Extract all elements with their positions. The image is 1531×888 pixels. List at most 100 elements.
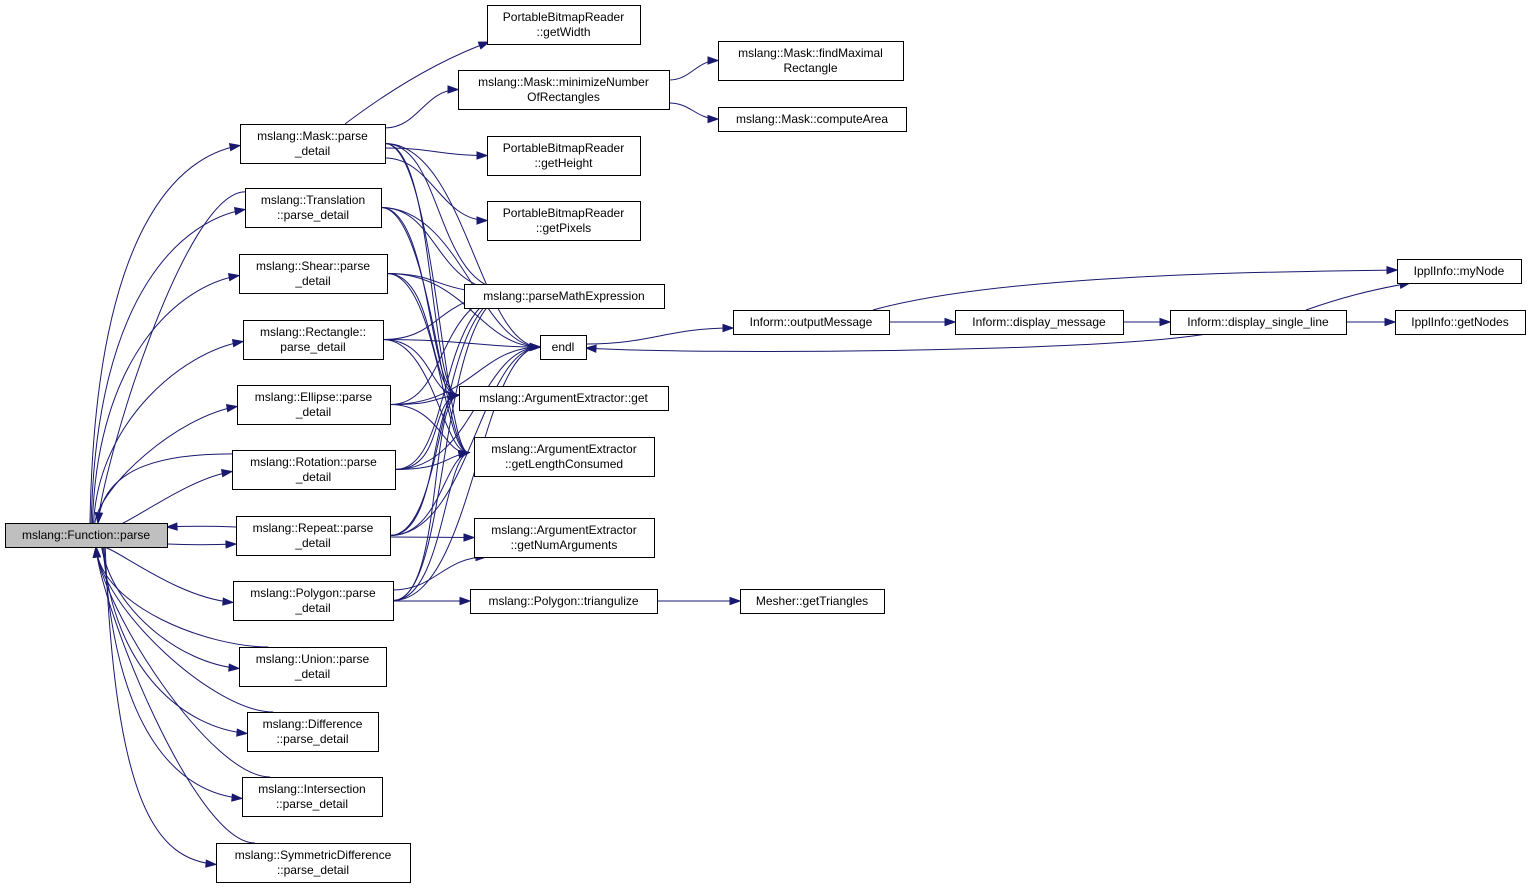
node-outputmsg[interactable]: Inform::outputMessage xyxy=(733,310,890,335)
edge-mask-to-getpixels xyxy=(384,157,489,225)
edge-polygon-to-triangulize-arrowhead xyxy=(459,596,472,606)
edge-root-to-difference-arrowhead xyxy=(236,728,249,737)
edge-root-to-rectangle xyxy=(93,339,245,524)
node-polygon-label-0: mslang::Polygon::parse xyxy=(250,586,376,600)
edge-endl-to-outputmsg-arrowhead xyxy=(722,323,735,333)
edge-rotation-to-root-arrowhead xyxy=(94,512,104,525)
node-union[interactable]: mslang::Union::parse_detail xyxy=(239,647,387,687)
node-rotation-label-1: _detail xyxy=(295,470,331,484)
node-translation[interactable]: mslang::Translation::parse_detail xyxy=(245,188,382,228)
node-getwidth-box xyxy=(487,5,641,45)
node-triangulize[interactable]: mslang::Polygon::triangulize xyxy=(470,589,658,614)
node-getheight-box xyxy=(487,136,641,176)
node-translation-box xyxy=(245,188,382,228)
edge-root-to-repeat xyxy=(166,540,238,549)
edge-root-to-rectangle-arrowhead xyxy=(231,339,245,348)
edge-rotation-to-root xyxy=(94,453,233,525)
edge-root-to-union xyxy=(101,546,241,672)
edge-root-to-translation-line xyxy=(90,208,246,524)
node-argget-box xyxy=(459,386,669,411)
edge-root-to-difference-line xyxy=(102,546,248,734)
node-computearea[interactable]: mslang::Mask::computeArea xyxy=(718,107,907,132)
node-rectangle[interactable]: mslang::Rectangle::parse_detail xyxy=(243,320,384,360)
edge-polygon-to-arglen xyxy=(392,450,471,601)
edge-translation-to-endl-line xyxy=(380,207,541,348)
edge-root-to-repeat-arrowhead xyxy=(225,540,238,549)
edge-repeat-to-argnum-arrowhead xyxy=(463,533,476,542)
node-displayline-label-0: Inform::display_single_line xyxy=(1187,315,1329,329)
node-union-label-1: _detail xyxy=(294,667,330,681)
node-union-box xyxy=(239,647,387,687)
node-mask[interactable]: mslang::Mask::parse_detail xyxy=(240,124,386,164)
edge-mask-to-getheight-arrowhead xyxy=(476,151,489,160)
node-root[interactable]: mslang::Function::parse xyxy=(5,523,168,548)
node-argnum-label-0: mslang::ArgumentExtractor xyxy=(491,523,636,537)
node-mynode-box xyxy=(1397,259,1522,284)
edge-mask-to-minimize xyxy=(384,85,460,129)
node-arglen[interactable]: mslang::ArgumentExtractor::getLengthCons… xyxy=(474,437,655,477)
node-difference-box xyxy=(247,712,379,752)
edge-root-to-intersection-line xyxy=(103,546,243,799)
node-getwidth[interactable]: PortableBitmapReader::getWidth xyxy=(487,5,641,45)
node-argget[interactable]: mslang::ArgumentExtractor::get xyxy=(459,386,669,411)
node-gettriangles[interactable]: Mesher::getTriangles xyxy=(740,589,885,614)
node-displayline-box xyxy=(1170,310,1347,335)
edge-root-to-translation-arrowhead xyxy=(233,207,247,216)
node-symdiff-label-1: ::parse_detail xyxy=(277,863,349,877)
edge-root-to-rotation-line xyxy=(95,470,233,531)
node-root-label-0: mslang::Function::parse xyxy=(22,528,150,542)
edge-root-to-union-arrowhead xyxy=(228,663,241,672)
node-getpixels[interactable]: PortableBitmapReader::getPixels xyxy=(487,201,641,241)
node-argnum[interactable]: mslang::ArgumentExtractor::getNumArgumen… xyxy=(474,518,655,558)
edge-repeat-to-arglen xyxy=(389,450,471,536)
node-rectangle-label-1: parse_detail xyxy=(280,340,345,354)
node-endl[interactable]: endl xyxy=(540,335,587,360)
edge-triangulize-to-gettriangles-arrowhead xyxy=(729,596,742,606)
edge-triangulize-to-gettriangles xyxy=(657,596,742,606)
node-minimize-label-0: mslang::Mask::minimizeNumber xyxy=(478,75,649,89)
edge-outputmsg-to-mynode-arrowhead xyxy=(1386,265,1399,275)
node-mynode[interactable]: IpplInfo::myNode xyxy=(1397,259,1522,284)
node-polygon[interactable]: mslang::Polygon::parse_detail xyxy=(233,581,394,621)
node-findmax-box xyxy=(718,41,904,81)
node-mask-box xyxy=(240,124,386,164)
node-intersection-box xyxy=(242,777,383,817)
node-repeat-box xyxy=(236,516,391,556)
node-shear[interactable]: mslang::Shear::parse_detail xyxy=(239,254,388,294)
node-shear-box xyxy=(239,254,388,294)
edge-root-to-ellipse xyxy=(94,404,239,524)
node-outputmsg-box xyxy=(733,310,890,335)
node-rotation[interactable]: mslang::Rotation::parse_detail xyxy=(232,450,396,490)
node-endl-box xyxy=(540,335,587,360)
edge-mask-to-argget xyxy=(384,143,461,401)
node-intersection[interactable]: mslang::Intersection::parse_detail xyxy=(242,777,383,817)
node-getnodes[interactable]: IpplInfo::getNodes xyxy=(1395,310,1526,335)
node-union-label-0: mslang::Union::parse xyxy=(256,652,370,666)
node-getheight[interactable]: PortableBitmapReader::getHeight xyxy=(487,136,641,176)
node-symdiff[interactable]: mslang::SymmetricDifference::parse_detai… xyxy=(216,843,411,883)
edge-minimize-to-findmax xyxy=(668,56,720,81)
node-displaymsg-box xyxy=(955,310,1124,335)
node-findmax-label-0: mslang::Mask::findMaximal xyxy=(738,46,883,60)
node-parsemath[interactable]: mslang::parseMathExpression xyxy=(464,284,665,309)
edge-polygon-to-argnum xyxy=(392,552,488,591)
node-displayline[interactable]: Inform::display_single_line xyxy=(1170,310,1347,335)
node-findmax-label-1: Rectangle xyxy=(783,61,837,75)
node-computearea-box xyxy=(718,107,907,132)
node-triangulize-label-0: mslang::Polygon::triangulize xyxy=(488,594,638,608)
node-minimize-box xyxy=(458,70,670,110)
edge-polygon-to-argnum-line xyxy=(392,556,487,591)
edge-root-to-symdiff xyxy=(104,546,218,868)
node-difference[interactable]: mslang::Difference::parse_detail xyxy=(247,712,379,752)
node-argget-label-0: mslang::ArgumentExtractor::get xyxy=(479,391,648,405)
node-ellipse[interactable]: mslang::Ellipse::parse_detail xyxy=(237,385,391,425)
node-repeat[interactable]: mslang::Repeat::parse_detail xyxy=(236,516,391,556)
edge-root-to-rotation-arrowhead xyxy=(220,469,234,478)
edge-translation-to-arglen xyxy=(380,207,471,459)
node-displaymsg[interactable]: Inform::display_message xyxy=(955,310,1124,335)
edge-root-to-rotation xyxy=(95,469,234,531)
node-displaymsg-label-0: Inform::display_message xyxy=(972,315,1106,329)
edge-mask-to-endl-line xyxy=(384,143,541,348)
